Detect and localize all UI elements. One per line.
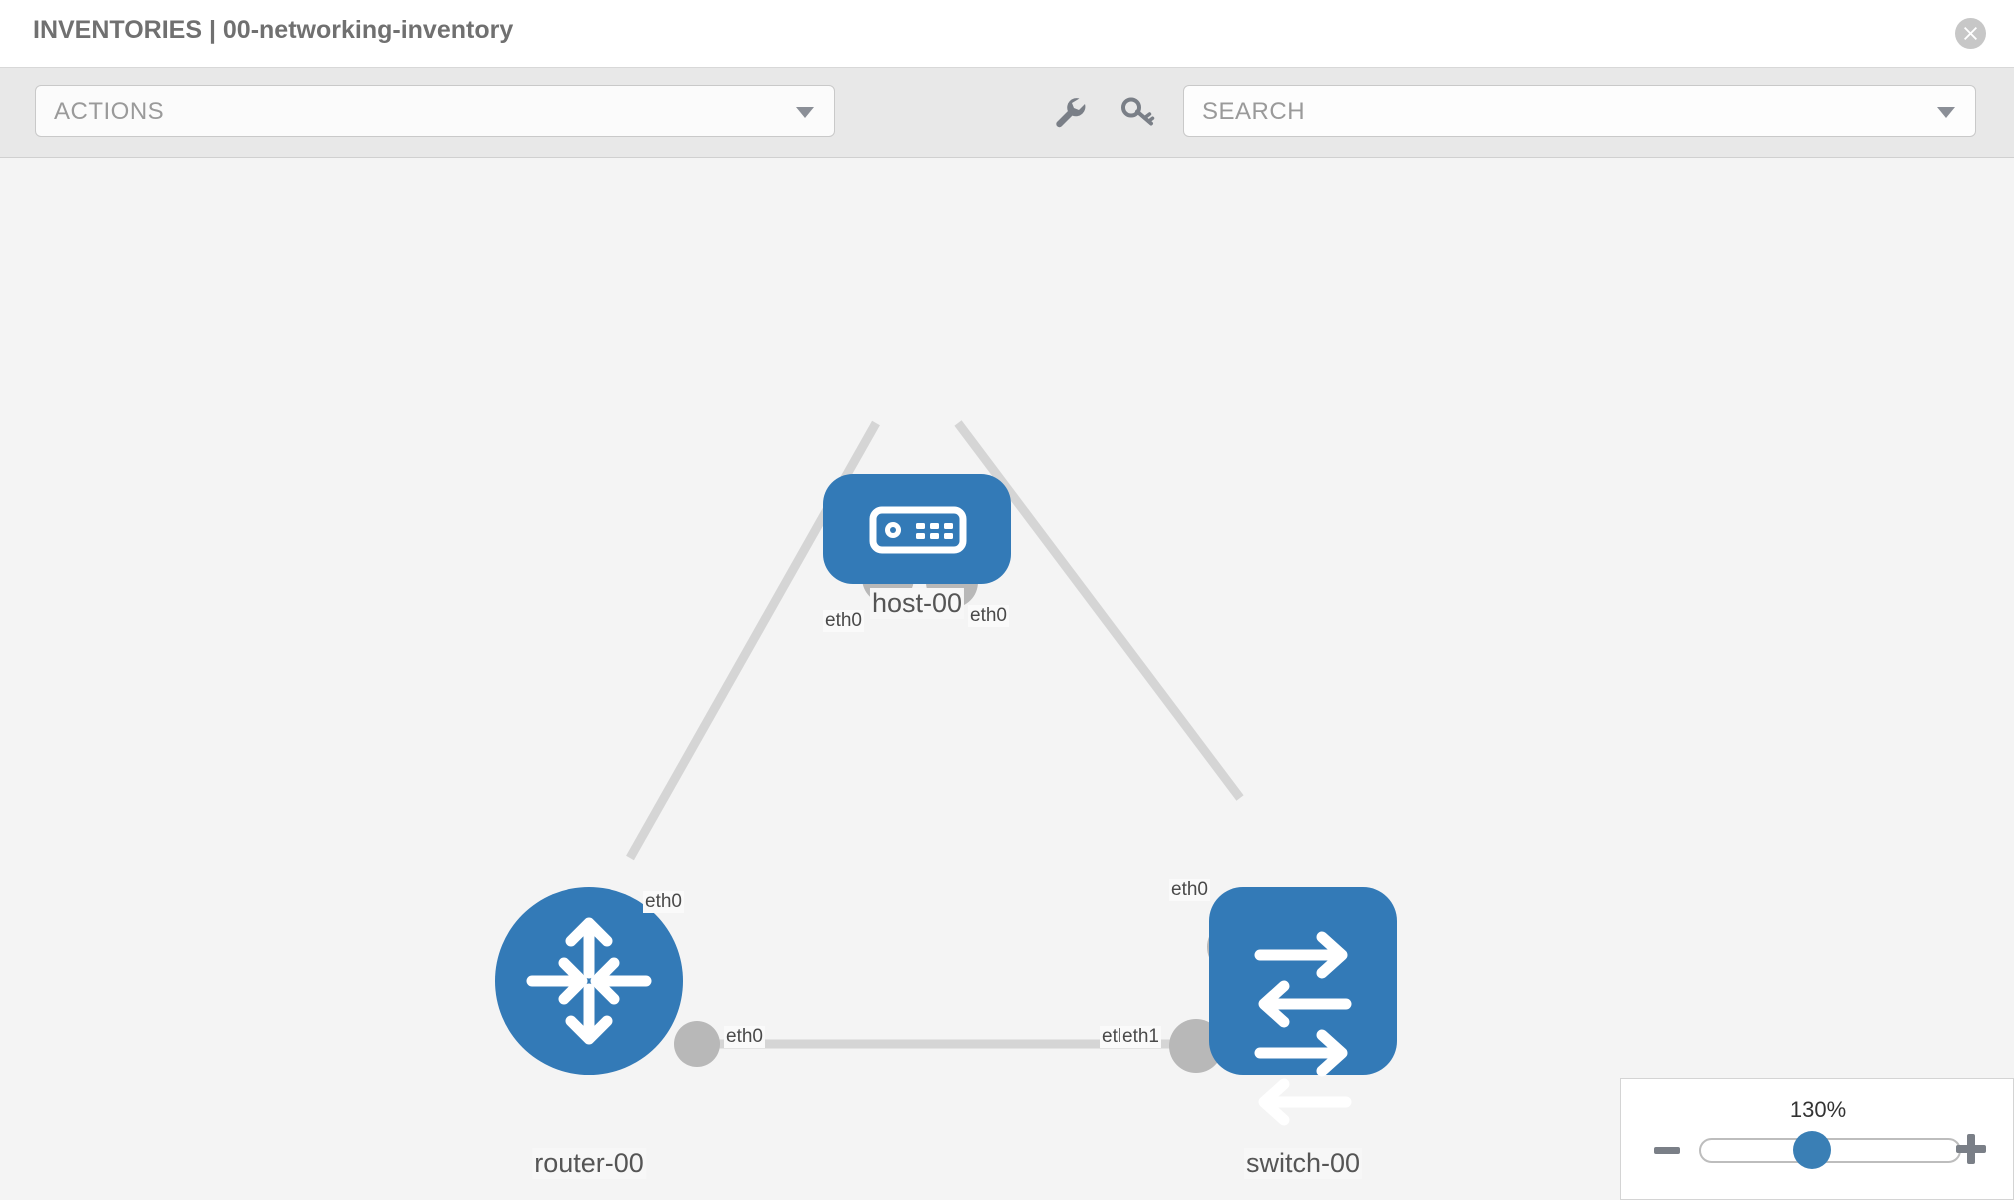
edge-label-switch00-west: eth1 <box>1120 1026 1161 1048</box>
node-label-switch-00: switch-00 <box>1243 1148 1363 1179</box>
server-icon <box>869 506 967 554</box>
switch-arrows-icon <box>1254 931 1352 1126</box>
connector-router00-east[interactable] <box>674 1021 720 1067</box>
edge-label-host00-right: eth0 <box>968 605 1009 627</box>
node-label-host-00: host-00 <box>869 588 965 619</box>
edge-host00-switch00[interactable] <box>954 420 1244 801</box>
router-arrows-icon <box>526 917 652 1045</box>
topology-canvas[interactable]: host-00 router-00 switch-00 eth0 eth0 et… <box>0 158 2014 1200</box>
edge-label-router00-upper: eth0 <box>643 891 684 913</box>
key-icon[interactable] <box>1117 92 1157 132</box>
node-router-00[interactable] <box>495 887 683 1075</box>
node-host-00[interactable] <box>823 474 1011 584</box>
node-label-router-00: router-00 <box>532 1148 646 1179</box>
search-input[interactable]: SEARCH <box>1183 85 1976 137</box>
zoom-slider-thumb[interactable] <box>1793 1131 1831 1169</box>
minus-icon[interactable] <box>1651 1135 1683 1167</box>
wrench-icon[interactable] <box>1050 92 1090 132</box>
chevron-down-icon <box>796 107 814 118</box>
zoom-control-panel: 130% <box>1620 1078 2014 1200</box>
chevron-down-icon <box>1937 107 1955 118</box>
edge-label-host00-left: eth0 <box>823 610 864 632</box>
plus-icon[interactable] <box>1953 1131 1989 1167</box>
edge-label-switch00-upper: eth0 <box>1169 879 1210 901</box>
node-switch-00[interactable] <box>1209 887 1397 1126</box>
page-title: INVENTORIES | 00-networking-inventory <box>33 16 514 44</box>
edge-label-router00-east: eth0 <box>724 1026 765 1048</box>
search-placeholder: SEARCH <box>1202 98 1306 125</box>
actions-dropdown[interactable]: ACTIONS <box>35 85 835 137</box>
close-icon[interactable] <box>1955 18 1986 49</box>
actions-dropdown-label: ACTIONS <box>54 98 165 125</box>
window-header: INVENTORIES | 00-networking-inventory <box>0 0 2014 68</box>
zoom-level-value: 130% <box>1789 1097 1847 1122</box>
topology-graph <box>495 420 1397 1126</box>
